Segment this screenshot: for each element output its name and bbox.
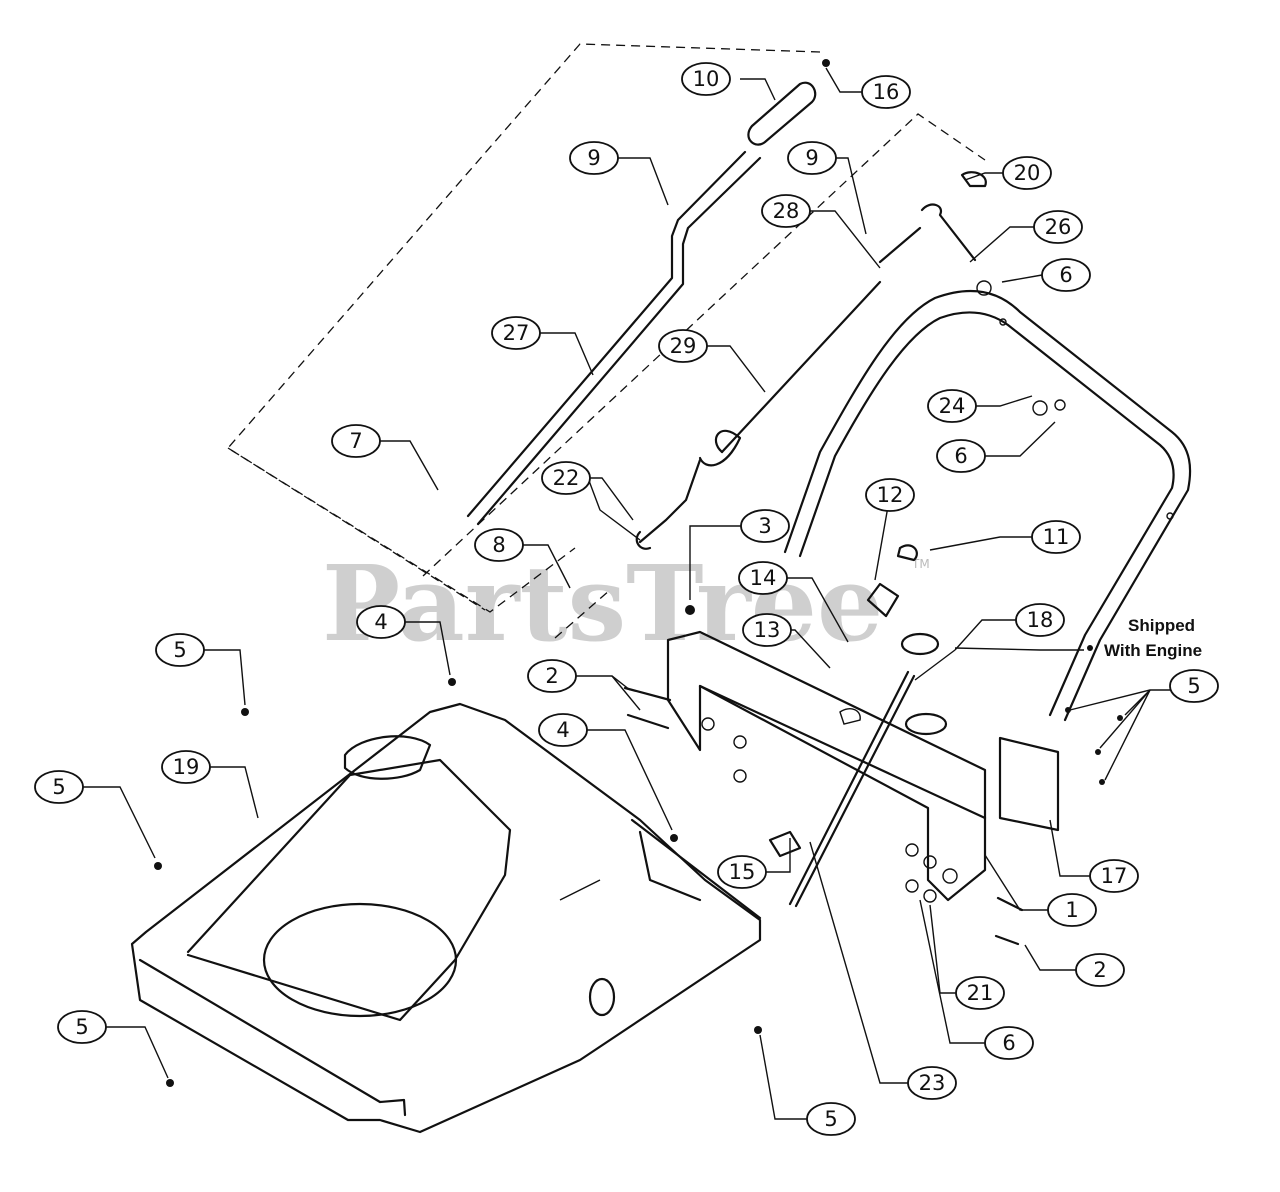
svg-text:24: 24 (939, 394, 966, 418)
fasteners-bolts (623, 686, 1024, 946)
callout-16: 16 (861, 75, 911, 109)
callout-6-bottom: 6 (984, 1026, 1034, 1060)
svg-text:21: 21 (967, 981, 994, 1005)
svg-text:8: 8 (492, 533, 505, 557)
throttle-cable (788, 670, 916, 908)
svg-text:2: 2 (545, 664, 558, 688)
callout-5-housing-bottom-left: 5 (57, 1010, 107, 1044)
svg-text:14: 14 (750, 566, 777, 590)
callout-22: 22 (541, 461, 591, 495)
callout-13: 13 (742, 613, 792, 647)
svg-text:12: 12 (877, 483, 904, 507)
callout-21: 21 (955, 976, 1005, 1010)
svg-text:7: 7 (349, 429, 362, 453)
svg-text:10: 10 (693, 67, 720, 91)
svg-text:5: 5 (824, 1107, 837, 1131)
cable-bracket-and-spring (878, 171, 992, 296)
dashed-assembly-outline-left (227, 43, 986, 639)
callout-28: 28 (761, 194, 811, 228)
shipped-with-engine-note: Shipped With Engine (1104, 616, 1202, 660)
svg-text:29: 29 (670, 334, 697, 358)
callout-14: 14 (738, 561, 788, 595)
svg-text:28: 28 (773, 199, 800, 223)
svg-text:18: 18 (1027, 608, 1054, 632)
svg-text:3: 3 (758, 514, 771, 538)
svg-text:11: 11 (1043, 525, 1070, 549)
svg-text:17: 17 (1101, 864, 1128, 888)
svg-text:6: 6 (1002, 1031, 1015, 1055)
callout-5-right-bracket: 5 (1169, 669, 1219, 703)
callout-9-cable: 9 (787, 141, 837, 175)
callout-10: 10 (681, 62, 731, 96)
svg-text:27: 27 (503, 321, 530, 345)
svg-text:26: 26 (1045, 215, 1072, 239)
callout-19: 19 (161, 750, 211, 784)
fastener-markers (154, 59, 1123, 1087)
callout-29: 29 (658, 329, 708, 363)
upper-handle-rod (466, 150, 762, 526)
svg-text:2: 2 (1093, 958, 1106, 982)
svg-text:22: 22 (553, 466, 580, 490)
handle-grip (747, 81, 817, 146)
callout-11: 11 (1031, 520, 1081, 554)
callout-1: 1 (1047, 893, 1097, 927)
svg-text:16: 16 (873, 80, 900, 104)
svg-text:15: 15 (729, 860, 756, 884)
callout-5-housing-top: 5 (155, 633, 205, 667)
callout-2-bolts: 2 (1075, 953, 1125, 987)
callout-6-top: 6 (1041, 258, 1091, 292)
svg-text:4: 4 (556, 718, 569, 742)
callout-12: 12 (865, 478, 915, 512)
svg-text:4: 4 (374, 610, 387, 634)
callout-15: 15 (717, 855, 767, 889)
svg-text:13: 13 (754, 618, 781, 642)
note-line-2: With Engine (1104, 641, 1202, 660)
svg-text:5: 5 (1187, 674, 1200, 698)
callout-4-housing-side: 4 (538, 713, 588, 747)
svg-text:5: 5 (52, 775, 65, 799)
callout-4-housing-top: 4 (356, 605, 406, 639)
svg-text:6: 6 (1059, 263, 1072, 287)
note-line-1: Shipped (1128, 616, 1195, 635)
callout-2-bracket: 2 (527, 659, 577, 693)
svg-text:19: 19 (173, 755, 200, 779)
watermark-text: PartsTree (322, 542, 883, 665)
svg-text:1: 1 (1065, 898, 1078, 922)
svg-text:5: 5 (173, 638, 186, 662)
callout-5-housing-left: 5 (34, 770, 84, 804)
control-cable (635, 280, 882, 550)
callout-23: 23 (907, 1066, 957, 1100)
callout-6-handle: 6 (936, 439, 986, 473)
svg-text:23: 23 (919, 1071, 946, 1095)
callout-20: 20 (1002, 156, 1052, 190)
callout-8: 8 (474, 528, 524, 562)
svg-text:9: 9 (805, 146, 818, 170)
main-handle (783, 289, 1192, 722)
watermark-trademark: TM (911, 557, 930, 571)
svg-text:20: 20 (1014, 161, 1041, 185)
callouts: 10 16 9 9 20 28 26 6 27 29 24 6 7 22 3 1… (34, 62, 1219, 1136)
callout-17: 17 (1089, 859, 1139, 893)
callout-27: 27 (491, 316, 541, 350)
primer-bulb (900, 632, 948, 736)
callout-7: 7 (331, 424, 381, 458)
ignition-switch (866, 544, 918, 618)
callout-9-upper-handle: 9 (569, 141, 619, 175)
callout-24: 24 (927, 389, 977, 423)
callout-3: 3 (740, 509, 790, 543)
svg-text:6: 6 (954, 444, 967, 468)
svg-text:9: 9 (587, 146, 600, 170)
callout-26: 26 (1033, 210, 1083, 244)
callout-5-housing-bottom-right: 5 (806, 1102, 856, 1136)
console-housing (130, 702, 762, 1134)
svg-text:5: 5 (75, 1015, 88, 1039)
callout-18: 18 (1015, 603, 1065, 637)
